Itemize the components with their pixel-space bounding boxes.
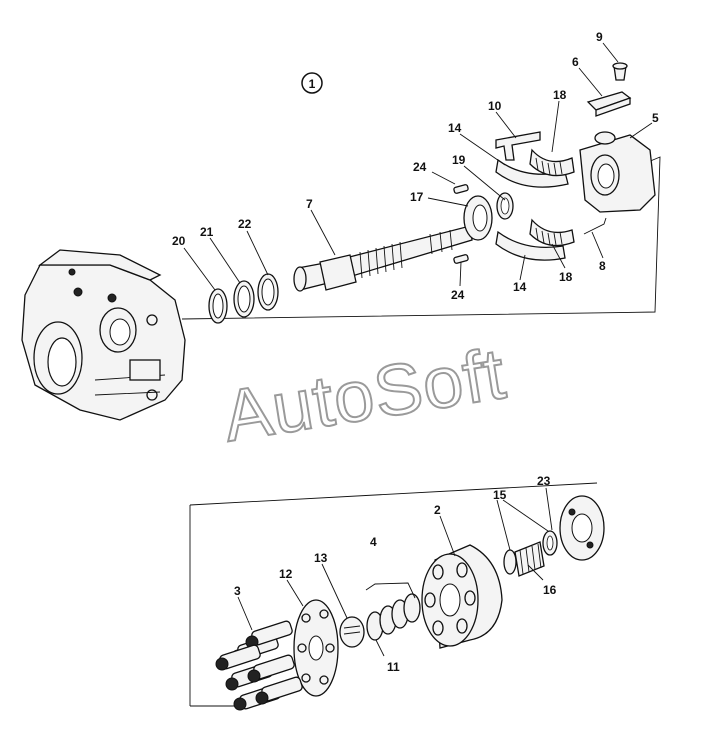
cylinder-block [421,544,503,649]
callout-10: 10 [488,99,502,113]
leader-lines [183,42,653,657]
callout-16: 16 [543,583,557,597]
callout-labels: 9 6 5 10 18 14 24 19 17 7 22 21 20 8 18 … [172,30,659,674]
callout-22: 22 [238,217,252,231]
callout-12: 12 [279,567,293,581]
pump-housing [21,249,186,421]
swashplate-bearings [495,131,575,261]
callout-19: 19 [452,153,466,167]
callout-11: 11 [387,660,400,674]
callout-8: 8 [599,259,606,273]
retainer-plate [293,599,339,697]
callout-17: 17 [410,190,424,204]
callout-23: 23 [537,474,551,488]
bearing-assembly [463,192,514,241]
callout-18-top: 18 [553,88,567,102]
callout-4: 4 [370,535,377,549]
callout-14-bottom: 14 [513,280,527,294]
callout-2: 2 [434,503,441,517]
swashplate [579,62,656,235]
callout-24-bottom: 24 [451,288,465,302]
ball-guide [339,616,365,648]
callout-9: 9 [596,30,603,44]
callout-13: 13 [314,551,328,565]
figure-number: 1 [309,77,316,91]
callout-18-bottom: 18 [559,270,573,284]
snap-rings [208,273,279,324]
callout-7: 7 [306,197,313,211]
callout-24-top: 24 [413,160,427,174]
watermark: AutoSoft [218,334,511,457]
callout-21: 21 [200,225,214,239]
callout-14-top: 14 [448,121,462,135]
spring-set [503,530,558,577]
center-springs [366,593,421,641]
drive-shaft [293,225,473,292]
callout-20: 20 [172,234,186,248]
pins [453,184,469,264]
valve-plate [559,495,605,561]
figure-number-badge: 1 [301,72,323,94]
callout-15: 15 [493,488,507,502]
callout-5: 5 [652,111,659,125]
callout-3: 3 [234,584,241,598]
callout-6: 6 [572,55,579,69]
pistons [215,620,303,711]
